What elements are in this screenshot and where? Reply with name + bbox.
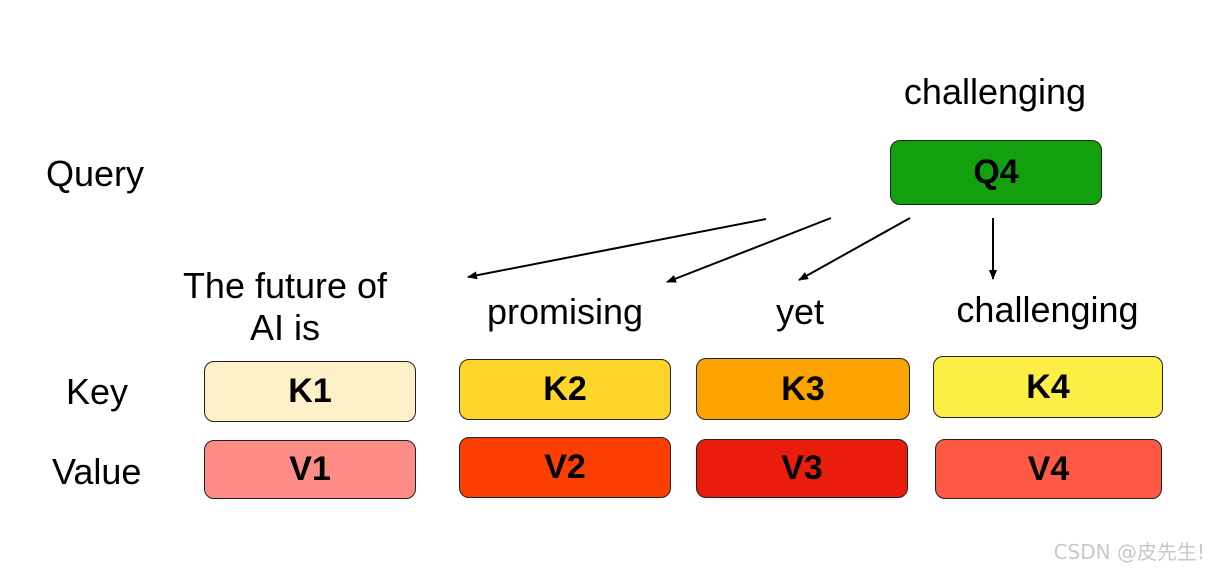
key-box-k1: K1 (204, 361, 416, 422)
token-word-3: yet (775, 291, 825, 332)
query-word: challenging (903, 71, 1087, 112)
arrow-q4-to-token-3 (798, 217, 911, 281)
arrow-q4-to-token-2 (666, 217, 832, 283)
token-word-4: challenging (956, 289, 1139, 330)
key-box-k3-label: K3 (781, 369, 825, 408)
value-box-v2-label: V2 (544, 448, 586, 486)
key-row-label: Key (66, 371, 129, 412)
value-box-v3: V3 (696, 439, 908, 498)
key-box-k2-label: K2 (543, 370, 587, 408)
watermark: CSDN @皮先生! (1053, 540, 1205, 564)
value-box-v2: V2 (459, 437, 671, 498)
value-box-v3-label: V3 (781, 449, 823, 487)
query-box-q4: Q4 (890, 140, 1102, 205)
token-word-1-line2: AI is (249, 307, 320, 348)
query-box-q4-label: Q4 (973, 153, 1019, 191)
key-box-k2: K2 (459, 359, 671, 420)
query-row-label: Query (46, 153, 145, 194)
key-box-k4: K4 (933, 356, 1163, 418)
key-box-k4-label: K4 (1026, 367, 1070, 406)
value-box-v4-label: V4 (1027, 449, 1070, 488)
arrow-q4-to-token-1 (467, 218, 767, 280)
value-box-v1: V1 (204, 440, 416, 499)
value-box-v1-label: V1 (289, 450, 331, 488)
key-box-k1-label: K1 (288, 372, 332, 410)
token-word-1: The future of AI is (160, 265, 410, 349)
key-box-k3: K3 (696, 358, 910, 420)
value-row-label: Value (52, 451, 142, 492)
token-word-2: promising (486, 291, 644, 332)
token-word-1-line1: The future of (182, 265, 388, 306)
value-box-v4: V4 (935, 439, 1162, 499)
